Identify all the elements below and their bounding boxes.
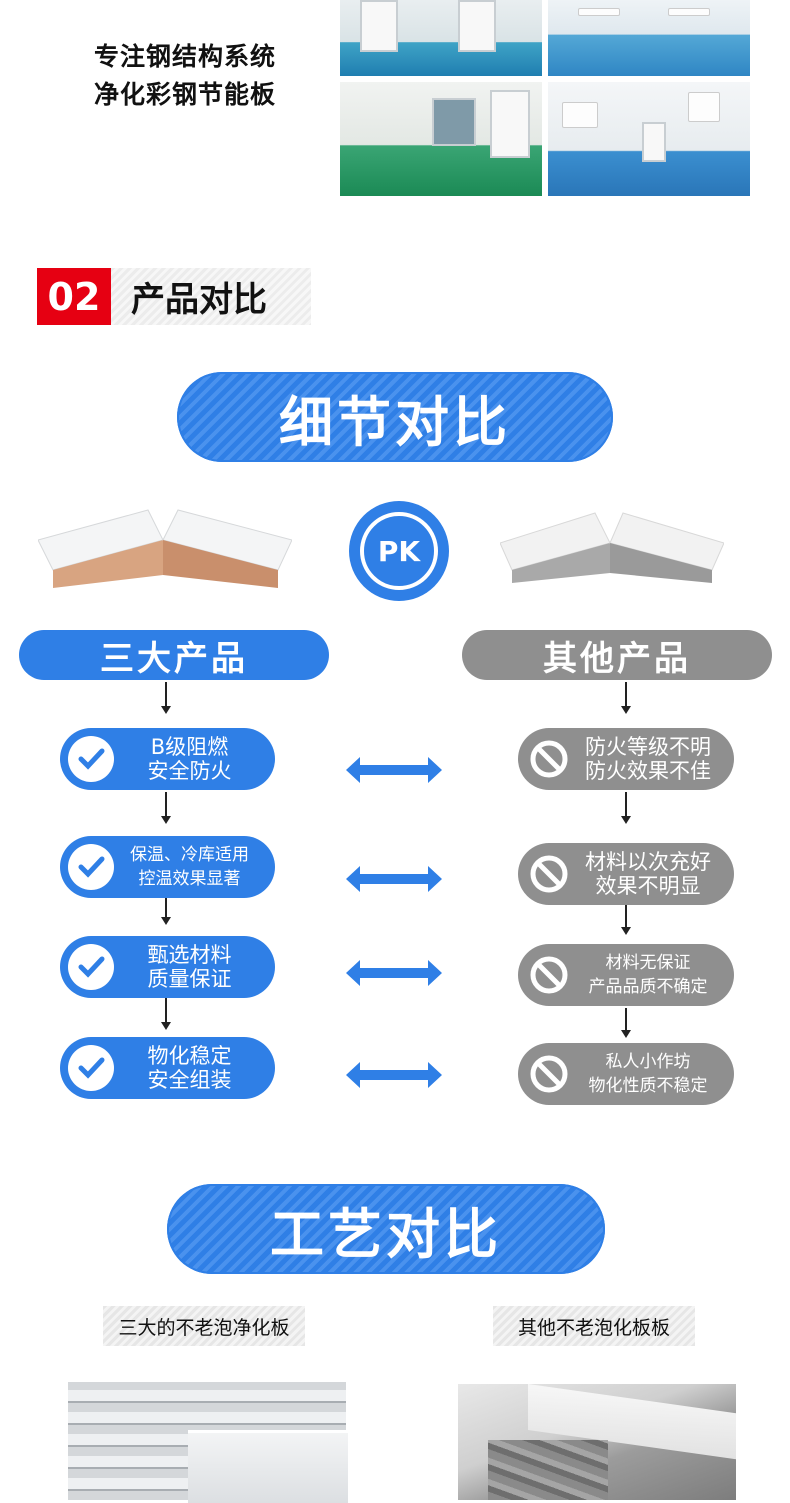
connector-line (161, 682, 171, 714)
check-circle-icon (68, 736, 114, 782)
connector-line (621, 905, 631, 935)
other-panel-image (500, 512, 724, 583)
bad-feature-1-line2: 防火效果不佳 (585, 759, 711, 783)
bad-feature-1-line1: 防火等级不明 (585, 735, 711, 759)
tagline: 专注钢结构系统 净化彩钢节能板 (60, 38, 310, 114)
left-craft-caption: 三大的不老泡净化板 (103, 1306, 305, 1346)
good-feature-1-line2: 安全防火 (147, 759, 232, 783)
cleanroom-photo-1 (340, 0, 542, 76)
good-feature-4-line1: 物化稳定 (147, 1044, 232, 1068)
good-feature-2-line1: 保温、冷库适用 (130, 845, 249, 865)
bad-feature-2: 材料以次充好效果不明显 (518, 843, 734, 905)
good-feature-1: B级阻燃安全防火 (60, 728, 275, 790)
good-board-stack-image (68, 1382, 348, 1503)
double-arrow-icon (346, 960, 442, 986)
connector-line (621, 792, 631, 824)
check-circle-icon (68, 844, 114, 890)
prohibited-icon (526, 736, 572, 782)
check-circle-icon (68, 944, 114, 990)
connector-line (161, 893, 171, 925)
good-feature-3: 甄选材料质量保证 (60, 936, 275, 998)
good-feature-4-line2: 安全组装 (147, 1068, 232, 1092)
other-board-image (458, 1384, 736, 1500)
section-number: 02 (37, 268, 111, 325)
cleanroom-photo-2 (548, 0, 750, 76)
bad-feature-4-line2: 物化性质不稳定 (588, 1076, 708, 1096)
detail-comparison-banner: 细节对比 (177, 372, 613, 462)
double-arrow-icon (346, 1062, 442, 1088)
double-arrow-icon (346, 866, 442, 892)
prohibited-icon (526, 851, 572, 897)
good-panel-image (38, 509, 292, 588)
bad-feature-2-line1: 材料以次充好 (585, 850, 711, 874)
connector-line (161, 998, 171, 1030)
cleanroom-photo-3 (340, 82, 542, 196)
good-feature-1-line1: B级阻燃 (150, 735, 229, 759)
right-craft-caption: 其他不老泡化板板 (493, 1306, 695, 1346)
right-column-title: 其他产品 (462, 630, 772, 680)
good-feature-4: 物化稳定安全组装 (60, 1037, 275, 1099)
good-feature-2-line2: 控温效果显著 (138, 869, 241, 889)
craft-comparison-banner: 工艺对比 (167, 1184, 605, 1274)
pk-label: PK (360, 512, 438, 590)
tagline-line-1: 专注钢结构系统 (93, 42, 276, 71)
section-title: 产品对比 (111, 268, 311, 325)
bad-feature-4-line1: 私人小作坊 (605, 1052, 691, 1072)
bad-feature-2-line2: 效果不明显 (595, 874, 701, 898)
tagline-line-2: 净化彩钢节能板 (93, 80, 276, 109)
cleanroom-photo-4 (548, 82, 750, 196)
bad-feature-3-line2: 产品品质不确定 (588, 977, 708, 997)
connector-line (621, 1008, 631, 1038)
connector-line (621, 682, 631, 714)
check-circle-icon (68, 1045, 114, 1091)
good-feature-3-line1: 甄选材料 (147, 943, 232, 967)
bad-feature-1: 防火等级不明防火效果不佳 (518, 728, 734, 790)
connector-line (161, 792, 171, 824)
prohibited-icon (526, 1051, 572, 1097)
prohibited-icon (526, 952, 572, 998)
bad-feature-3-line1: 材料无保证 (605, 953, 691, 973)
double-arrow-icon (346, 757, 442, 783)
bad-feature-4: 私人小作坊物化性质不稳定 (518, 1043, 734, 1105)
left-column-title: 三大产品 (19, 630, 329, 680)
pk-badge: PK (349, 501, 449, 601)
good-feature-2: 保温、冷库适用控温效果显著 (60, 836, 275, 898)
good-feature-3-line2: 质量保证 (147, 967, 232, 991)
bad-feature-3: 材料无保证产品品质不确定 (518, 944, 734, 1006)
